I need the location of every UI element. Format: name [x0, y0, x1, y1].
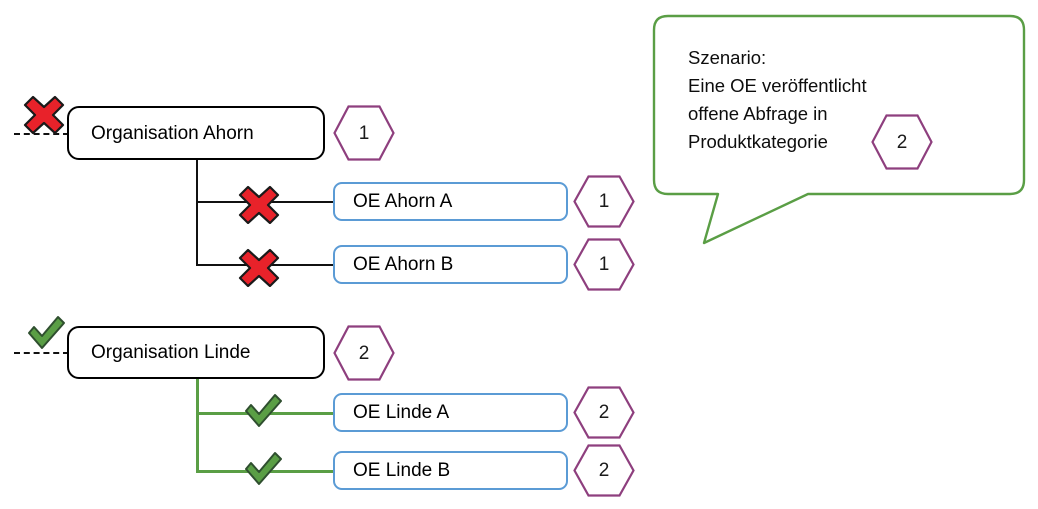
- oe-node-linde-a[interactable]: OE Linde A: [333, 393, 568, 432]
- badge-hex-linde-number: 2: [358, 342, 370, 364]
- scenario-callout: Szenario: Eine OE veröffentlicht offene …: [652, 14, 1036, 254]
- inbound-dashed-line-ahorn: [14, 133, 69, 135]
- oe-node-ahorn-a[interactable]: OE Ahorn A: [333, 182, 568, 221]
- badge-hex-linde-a: 2: [573, 386, 635, 439]
- org-node-linde[interactable]: Organisation Linde: [67, 326, 325, 379]
- badge-hex-ahorn-number: 1: [358, 122, 370, 144]
- tree-trunk-ahorn: [196, 160, 198, 266]
- cross-icon: [22, 90, 66, 135]
- oe-node-ahorn-b[interactable]: OE Ahorn B: [333, 245, 568, 284]
- badge-hex-ahorn: 1: [333, 105, 395, 161]
- oe-node-ahorn-b-label: OE Ahorn B: [353, 254, 454, 275]
- inbound-dashed-line-linde: [14, 352, 69, 354]
- badge-hex-linde-b: 2: [573, 444, 635, 497]
- check-icon: [241, 391, 285, 431]
- scenario-line-3: offene Abfrage in: [688, 103, 828, 124]
- scenario-line-2: Eine OE veröffentlicht: [688, 75, 867, 96]
- oe-node-ahorn-a-label: OE Ahorn A: [353, 191, 453, 212]
- badge-hex-ahorn-b: 1: [573, 238, 635, 291]
- badge-hex-scenario: 2: [871, 114, 933, 170]
- badge-hex-linde-b-number: 2: [598, 460, 610, 481]
- badge-hex-scenario-number: 2: [896, 131, 908, 153]
- badge-hex-ahorn-a: 1: [573, 175, 635, 228]
- tree-trunk-linde: [196, 379, 199, 473]
- badge-hex-linde: 2: [333, 325, 395, 381]
- check-icon: [24, 313, 68, 353]
- badge-hex-ahorn-b-number: 1: [598, 254, 610, 275]
- oe-node-linde-b[interactable]: OE Linde B: [333, 451, 568, 490]
- org-node-linde-label: Organisation Linde: [91, 342, 251, 363]
- oe-node-linde-a-label: OE Linde A: [353, 402, 450, 423]
- org-node-ahorn[interactable]: Organisation Ahorn: [67, 106, 325, 160]
- scenario-line-4: Produktkategorie: [688, 131, 828, 152]
- cross-icon: [237, 243, 281, 288]
- check-icon: [241, 449, 285, 489]
- cross-icon: [237, 180, 281, 225]
- org-node-ahorn-label: Organisation Ahorn: [91, 122, 254, 144]
- badge-hex-linde-a-number: 2: [598, 402, 610, 423]
- scenario-line-1: Szenario:: [688, 47, 767, 68]
- oe-node-linde-b-label: OE Linde B: [353, 460, 451, 481]
- badge-hex-ahorn-a-number: 1: [598, 191, 610, 212]
